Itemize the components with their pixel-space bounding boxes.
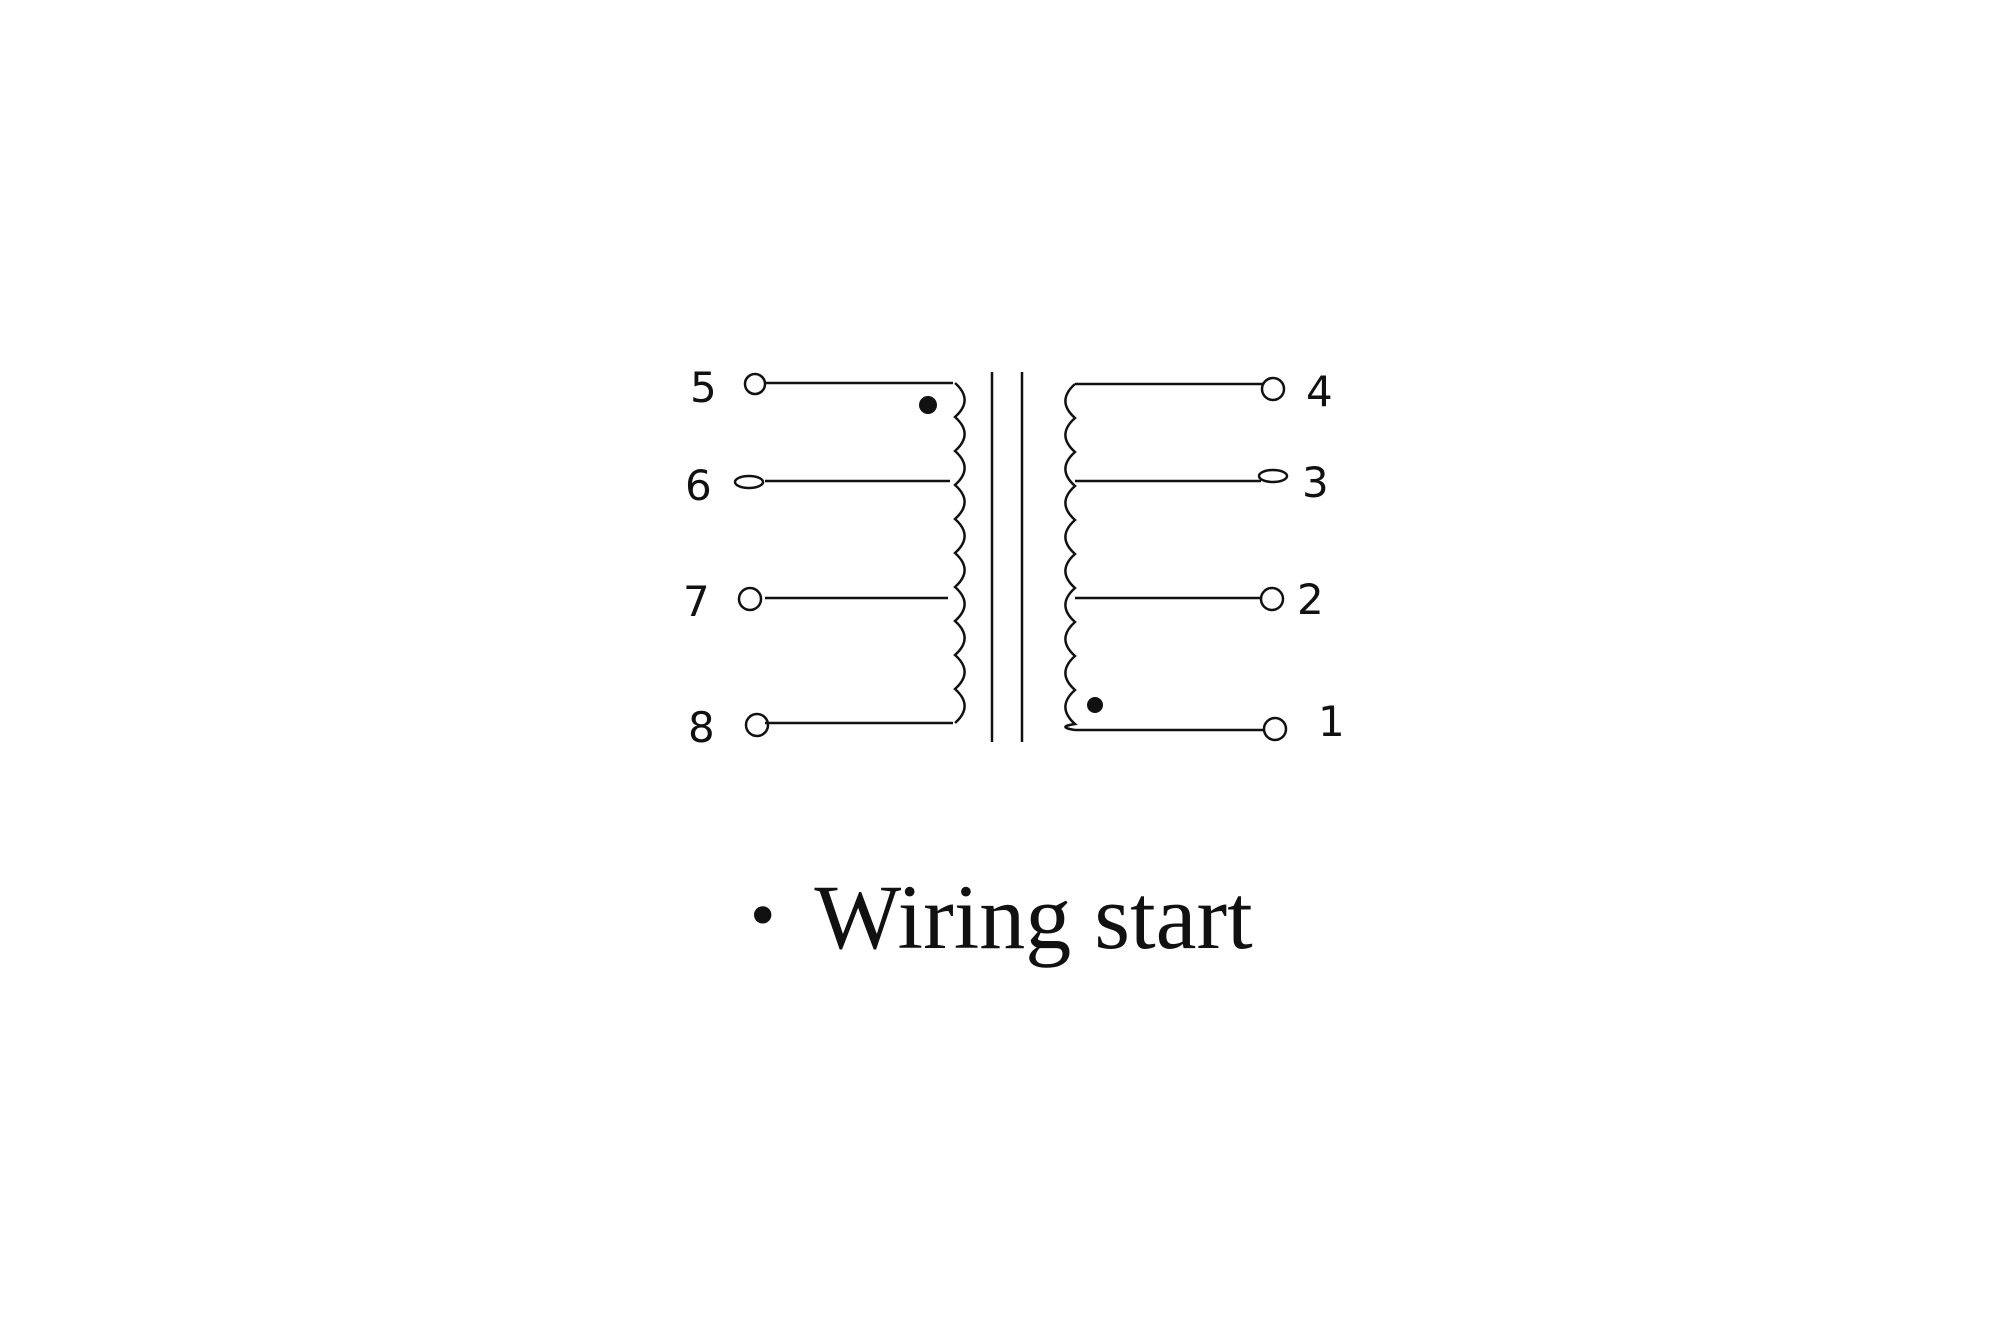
terminal-6 bbox=[733, 474, 765, 490]
caption-text: Wiring start bbox=[814, 866, 1253, 968]
pin-label-7: 7 bbox=[683, 577, 710, 626]
primary-winding bbox=[953, 382, 966, 724]
pin-label-8: 8 bbox=[688, 703, 715, 752]
terminal-5 bbox=[743, 372, 767, 396]
pin-label-4: 4 bbox=[1306, 367, 1333, 416]
terminal-1 bbox=[1262, 716, 1288, 742]
terminal-3 bbox=[1257, 468, 1289, 484]
terminal-4 bbox=[1260, 376, 1286, 402]
caption: • Wiring start bbox=[745, 862, 1445, 972]
bullet-marker: • bbox=[745, 882, 781, 952]
pin-label-2: 2 bbox=[1297, 575, 1324, 624]
pin-label-5: 5 bbox=[690, 363, 717, 412]
pin-label-6: 6 bbox=[685, 461, 712, 510]
terminal-8 bbox=[744, 712, 770, 738]
secondary-winding bbox=[1064, 383, 1078, 732]
terminal-7 bbox=[737, 586, 763, 612]
polarity-dot-secondary bbox=[1087, 697, 1103, 713]
pin-label-1: 1 bbox=[1318, 697, 1345, 746]
terminal-2 bbox=[1259, 586, 1285, 612]
pin-label-3: 3 bbox=[1302, 458, 1329, 507]
polarity-dot-primary bbox=[919, 396, 937, 414]
